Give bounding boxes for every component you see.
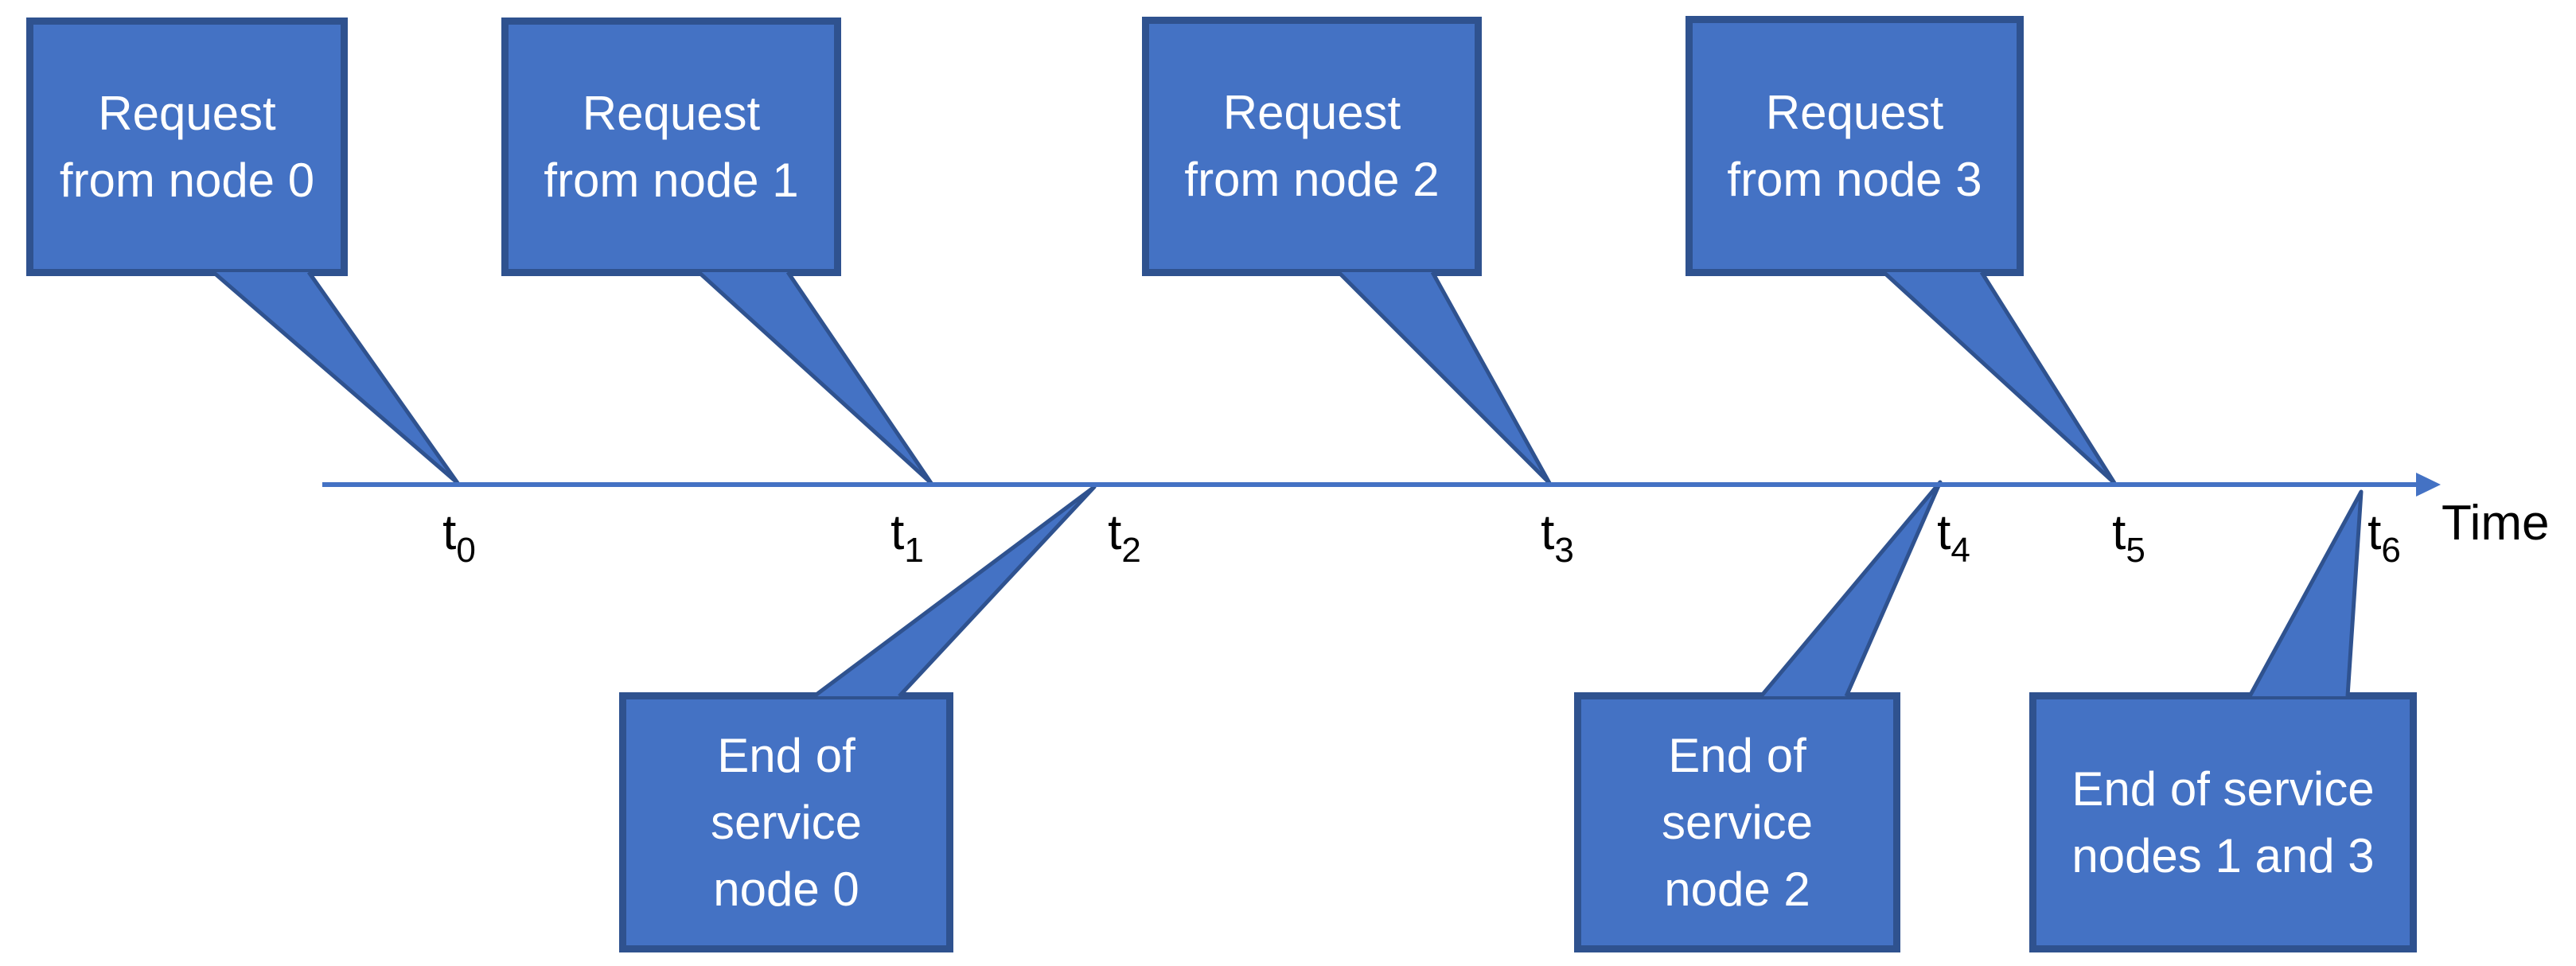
callout-tail-to-t2 xyxy=(813,485,1097,699)
callout-text-line: from node 2 xyxy=(1184,153,1440,206)
callout-text-line: service xyxy=(710,795,863,849)
callout-tail-to-t0 xyxy=(212,271,460,485)
callout-text-line: Request xyxy=(582,86,761,140)
callout-text-line: node 2 xyxy=(1664,862,1810,916)
callout-text-line: from node 1 xyxy=(544,153,799,207)
callout-tail-to-t6 xyxy=(2247,489,2364,698)
callout-tail-to-t1 xyxy=(697,271,933,485)
tick-label-t4: t4 xyxy=(1937,505,1970,570)
tick-label-t6: t6 xyxy=(2368,505,2401,570)
callout-request-from-node-0: Request from node 0 xyxy=(26,18,348,276)
callout-text-line: End of service xyxy=(2071,762,2375,816)
callout-end-of-service-node-0: End of service node 0 xyxy=(619,692,953,952)
callout-text-line: nodes 1 and 3 xyxy=(2071,828,2375,882)
callout-text-line: End of xyxy=(717,728,855,782)
callout-text-line: Request xyxy=(1222,86,1401,139)
callout-end-of-service-nodes-1-and-3: End of service nodes 1 and 3 xyxy=(2029,692,2417,952)
callout-end-of-service-node-2: End of service node 2 xyxy=(1574,692,1900,952)
callout-text-line: node 0 xyxy=(713,862,859,916)
callout-request-from-node-3: Request from node 3 xyxy=(1686,16,2024,276)
time-axis-arrowhead-icon xyxy=(2416,473,2441,497)
time-axis-label: Time xyxy=(2442,496,2550,551)
callout-tail-to-t3 xyxy=(1337,271,1552,485)
callout-text-line: End of xyxy=(1668,728,1806,782)
callout-tail-to-t4 xyxy=(1760,480,1943,698)
tick-label-t3: t3 xyxy=(1541,505,1574,570)
callout-text-line: Request xyxy=(98,86,276,140)
callout-text-line: from node 0 xyxy=(59,153,315,207)
tick-label-t0: t0 xyxy=(442,505,476,570)
callout-request-from-node-1: Request from node 1 xyxy=(501,18,841,276)
callout-text-line: service xyxy=(1661,795,1814,849)
tick-label-t1: t1 xyxy=(890,505,924,570)
callout-request-from-node-2: Request from node 2 xyxy=(1142,17,1482,276)
callout-tail-to-t5 xyxy=(1882,271,2117,485)
callout-text-line: Request xyxy=(1765,85,1944,139)
tick-label-t2: t2 xyxy=(1108,505,1141,570)
tick-label-t5: t5 xyxy=(2112,505,2145,570)
callout-text-line: from node 3 xyxy=(1727,152,1982,206)
